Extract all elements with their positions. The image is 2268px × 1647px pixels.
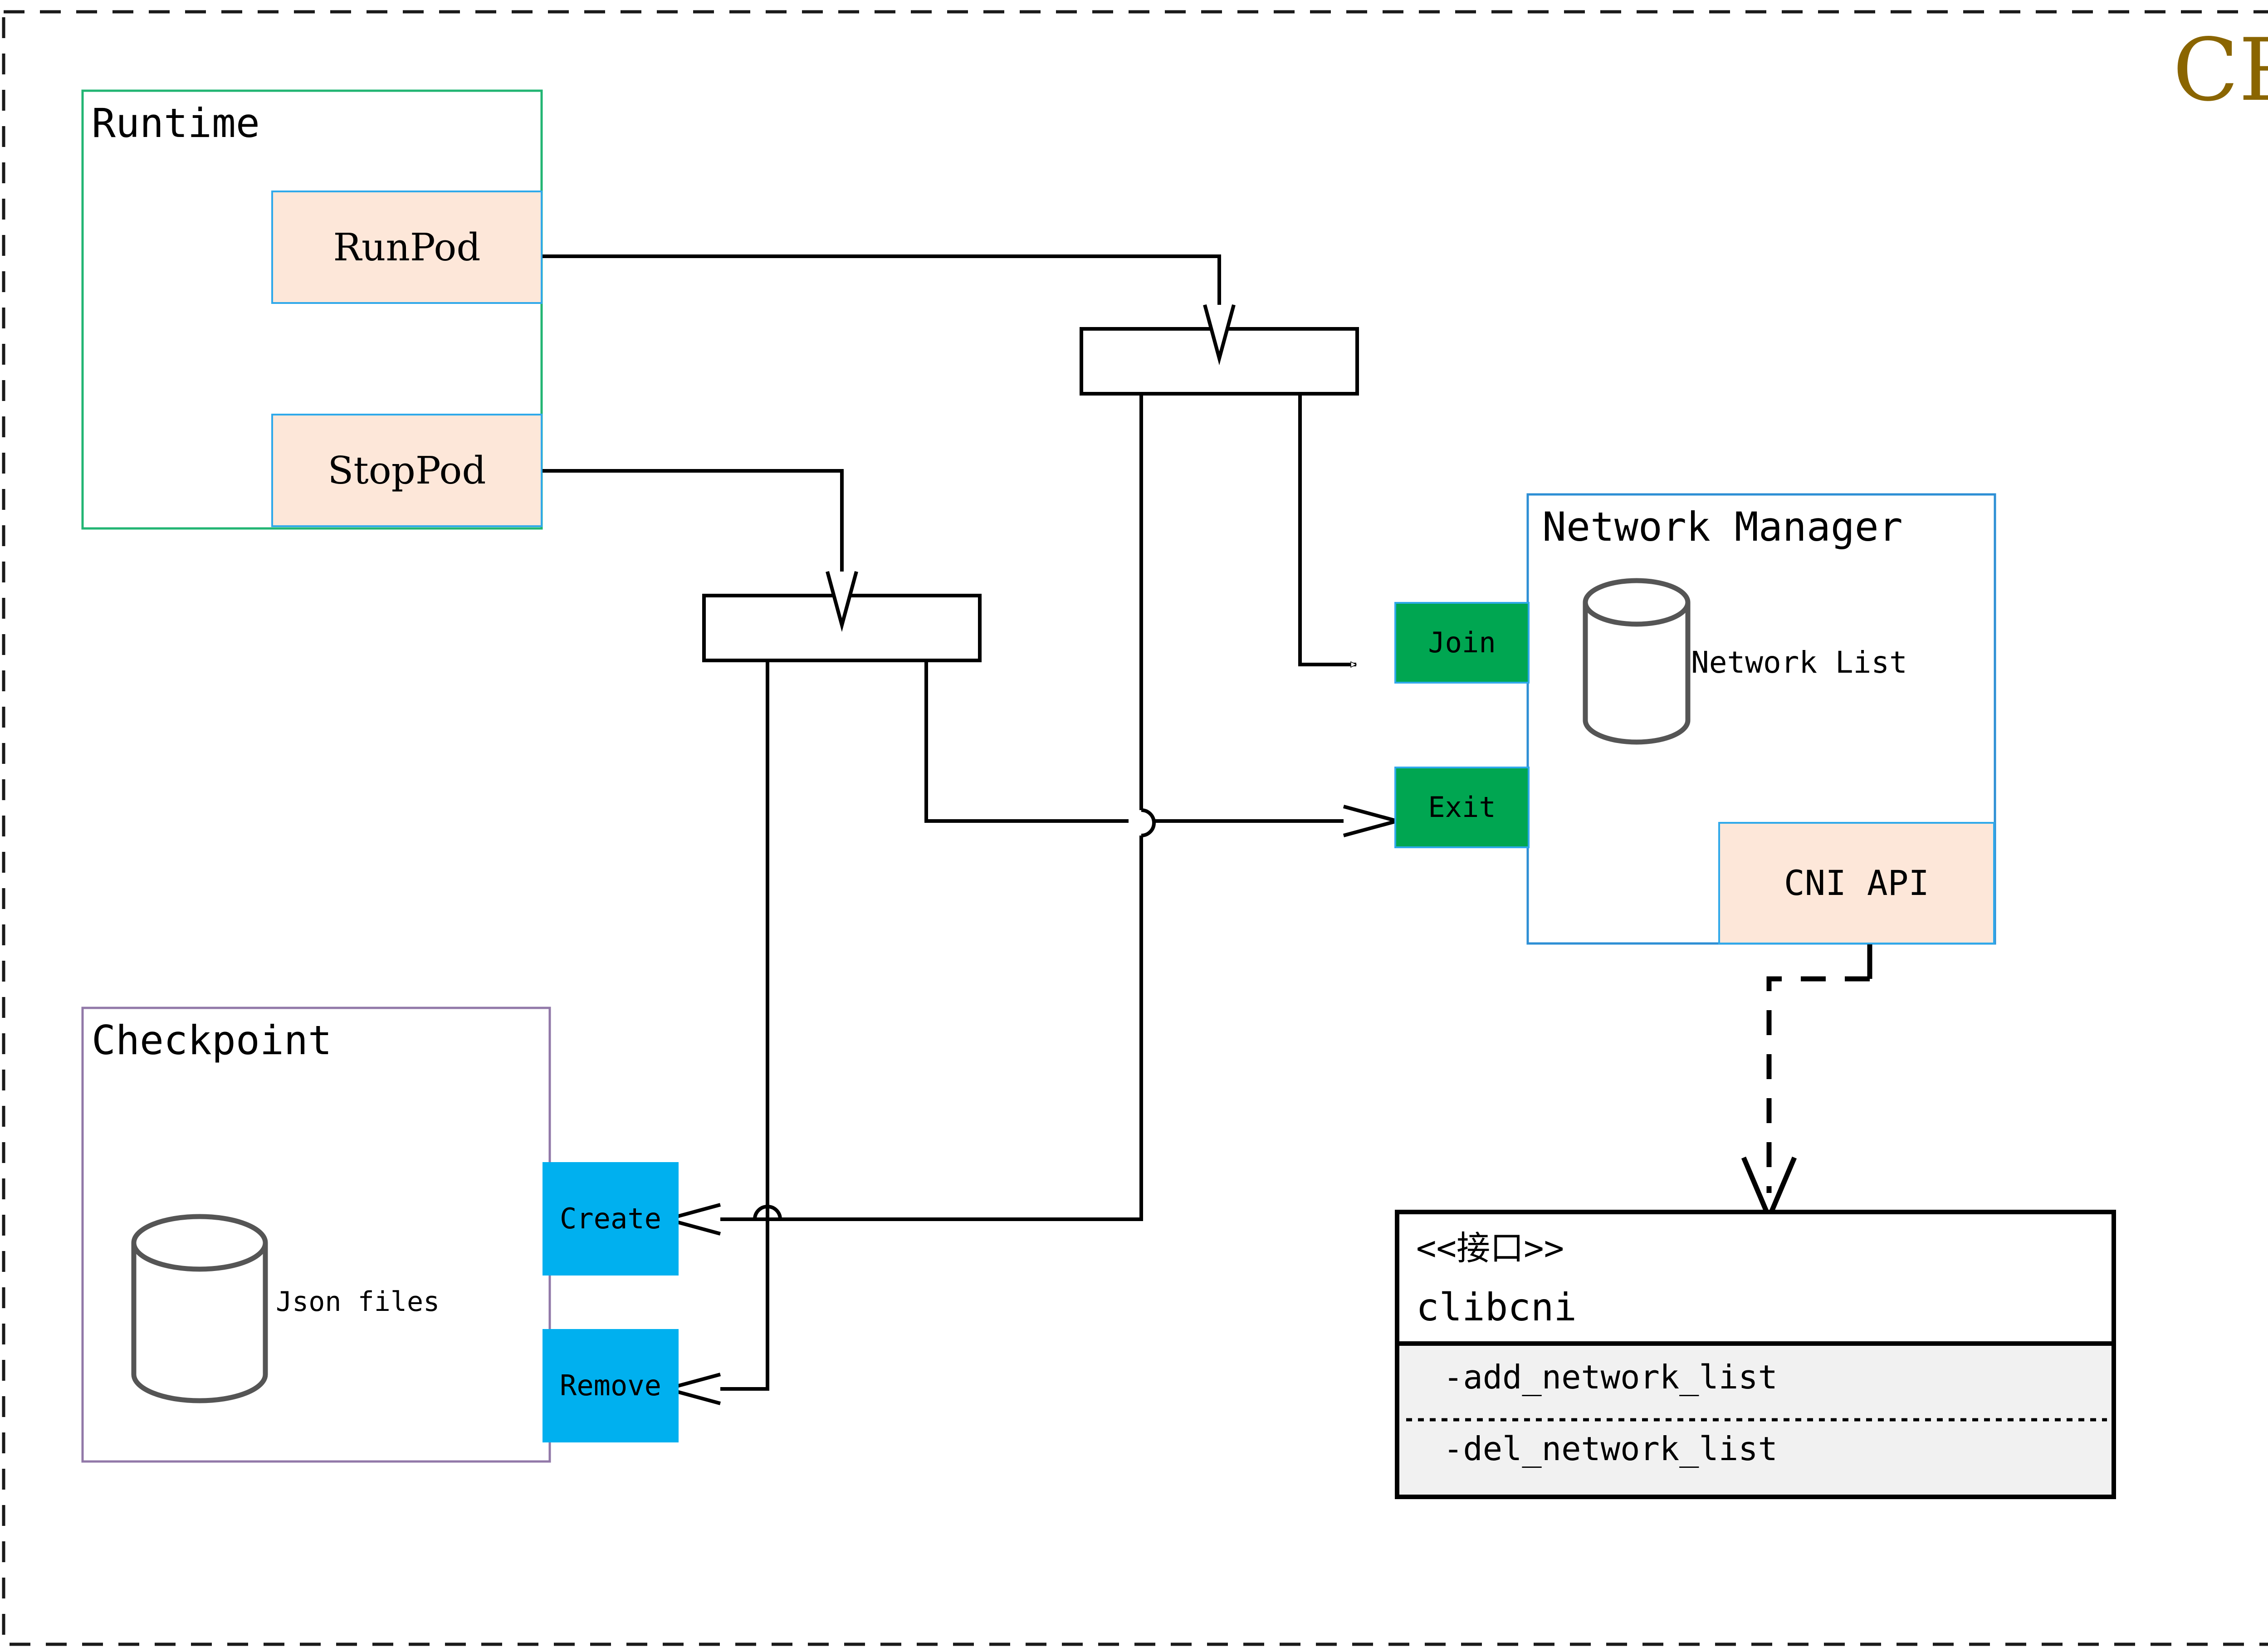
network-list-label: Network List (1691, 645, 1907, 680)
runpod-fork-bar (1080, 327, 1359, 396)
connector-stoppod-to-fork (542, 469, 844, 575)
clibcni-method-del: -del_network_list (1443, 1430, 1778, 1468)
line-hop-exit-crossing (1141, 808, 1156, 837)
join-port-box[interactable] (1394, 602, 1530, 684)
runpod-operation-label: RunPod (333, 225, 481, 269)
arrowhead-stoppod-fork (826, 571, 858, 632)
stoppod-operation-label: StopPod (327, 448, 486, 493)
clibcni-name-label: clibcni (1416, 1285, 1577, 1329)
runpod-operation-box[interactable] (271, 191, 543, 304)
exit-port-label: Exit (1428, 791, 1496, 824)
json-files-label: Json files (276, 1286, 440, 1318)
clibcni-stereotype-label: <<接口>> (1416, 1229, 1564, 1268)
network-manager-container-label: Network Manager (1542, 503, 1903, 550)
diagram-title: CRI (2173, 20, 2268, 120)
arrowhead-runpod-fork (1203, 304, 1236, 366)
create-port-label: Create (560, 1202, 661, 1235)
connector-fork-to-exit (924, 660, 1356, 823)
cni-api-label: CNI API (1784, 863, 1930, 903)
checkpoint-container-label: Checkpoint (92, 1017, 332, 1064)
connector-runpod-to-fork (542, 254, 1221, 308)
arrowhead-realization-open-v (1741, 1156, 1797, 1224)
json-files-cylinder-icon (131, 1214, 268, 1403)
network-list-cylinder-icon (1583, 578, 1691, 745)
line-hop-create-crossing (753, 1205, 782, 1220)
clibcni-method-add: -add_network_list (1443, 1358, 1778, 1396)
remove-port-box[interactable] (543, 1329, 679, 1442)
exit-port-box[interactable] (1394, 767, 1530, 848)
connector-fork-to-join (1298, 394, 1356, 665)
arrowhead-exit (1343, 805, 1404, 837)
stoppod-fork-bar (702, 594, 982, 662)
runtime-container-label: Runtime (92, 100, 260, 147)
checkpoint-container-border (81, 1007, 551, 1463)
connector-cni-api-to-clibcni (1766, 976, 1870, 1193)
join-port-label: Join (1428, 626, 1496, 659)
stoppod-operation-box[interactable] (271, 414, 543, 527)
remove-port-label: Remove (560, 1369, 661, 1402)
create-port-box[interactable] (543, 1162, 679, 1276)
cni-api-box[interactable] (1718, 822, 1995, 944)
connector-fork-to-remove (717, 660, 769, 1391)
connector-fork-to-create (717, 394, 1143, 1221)
